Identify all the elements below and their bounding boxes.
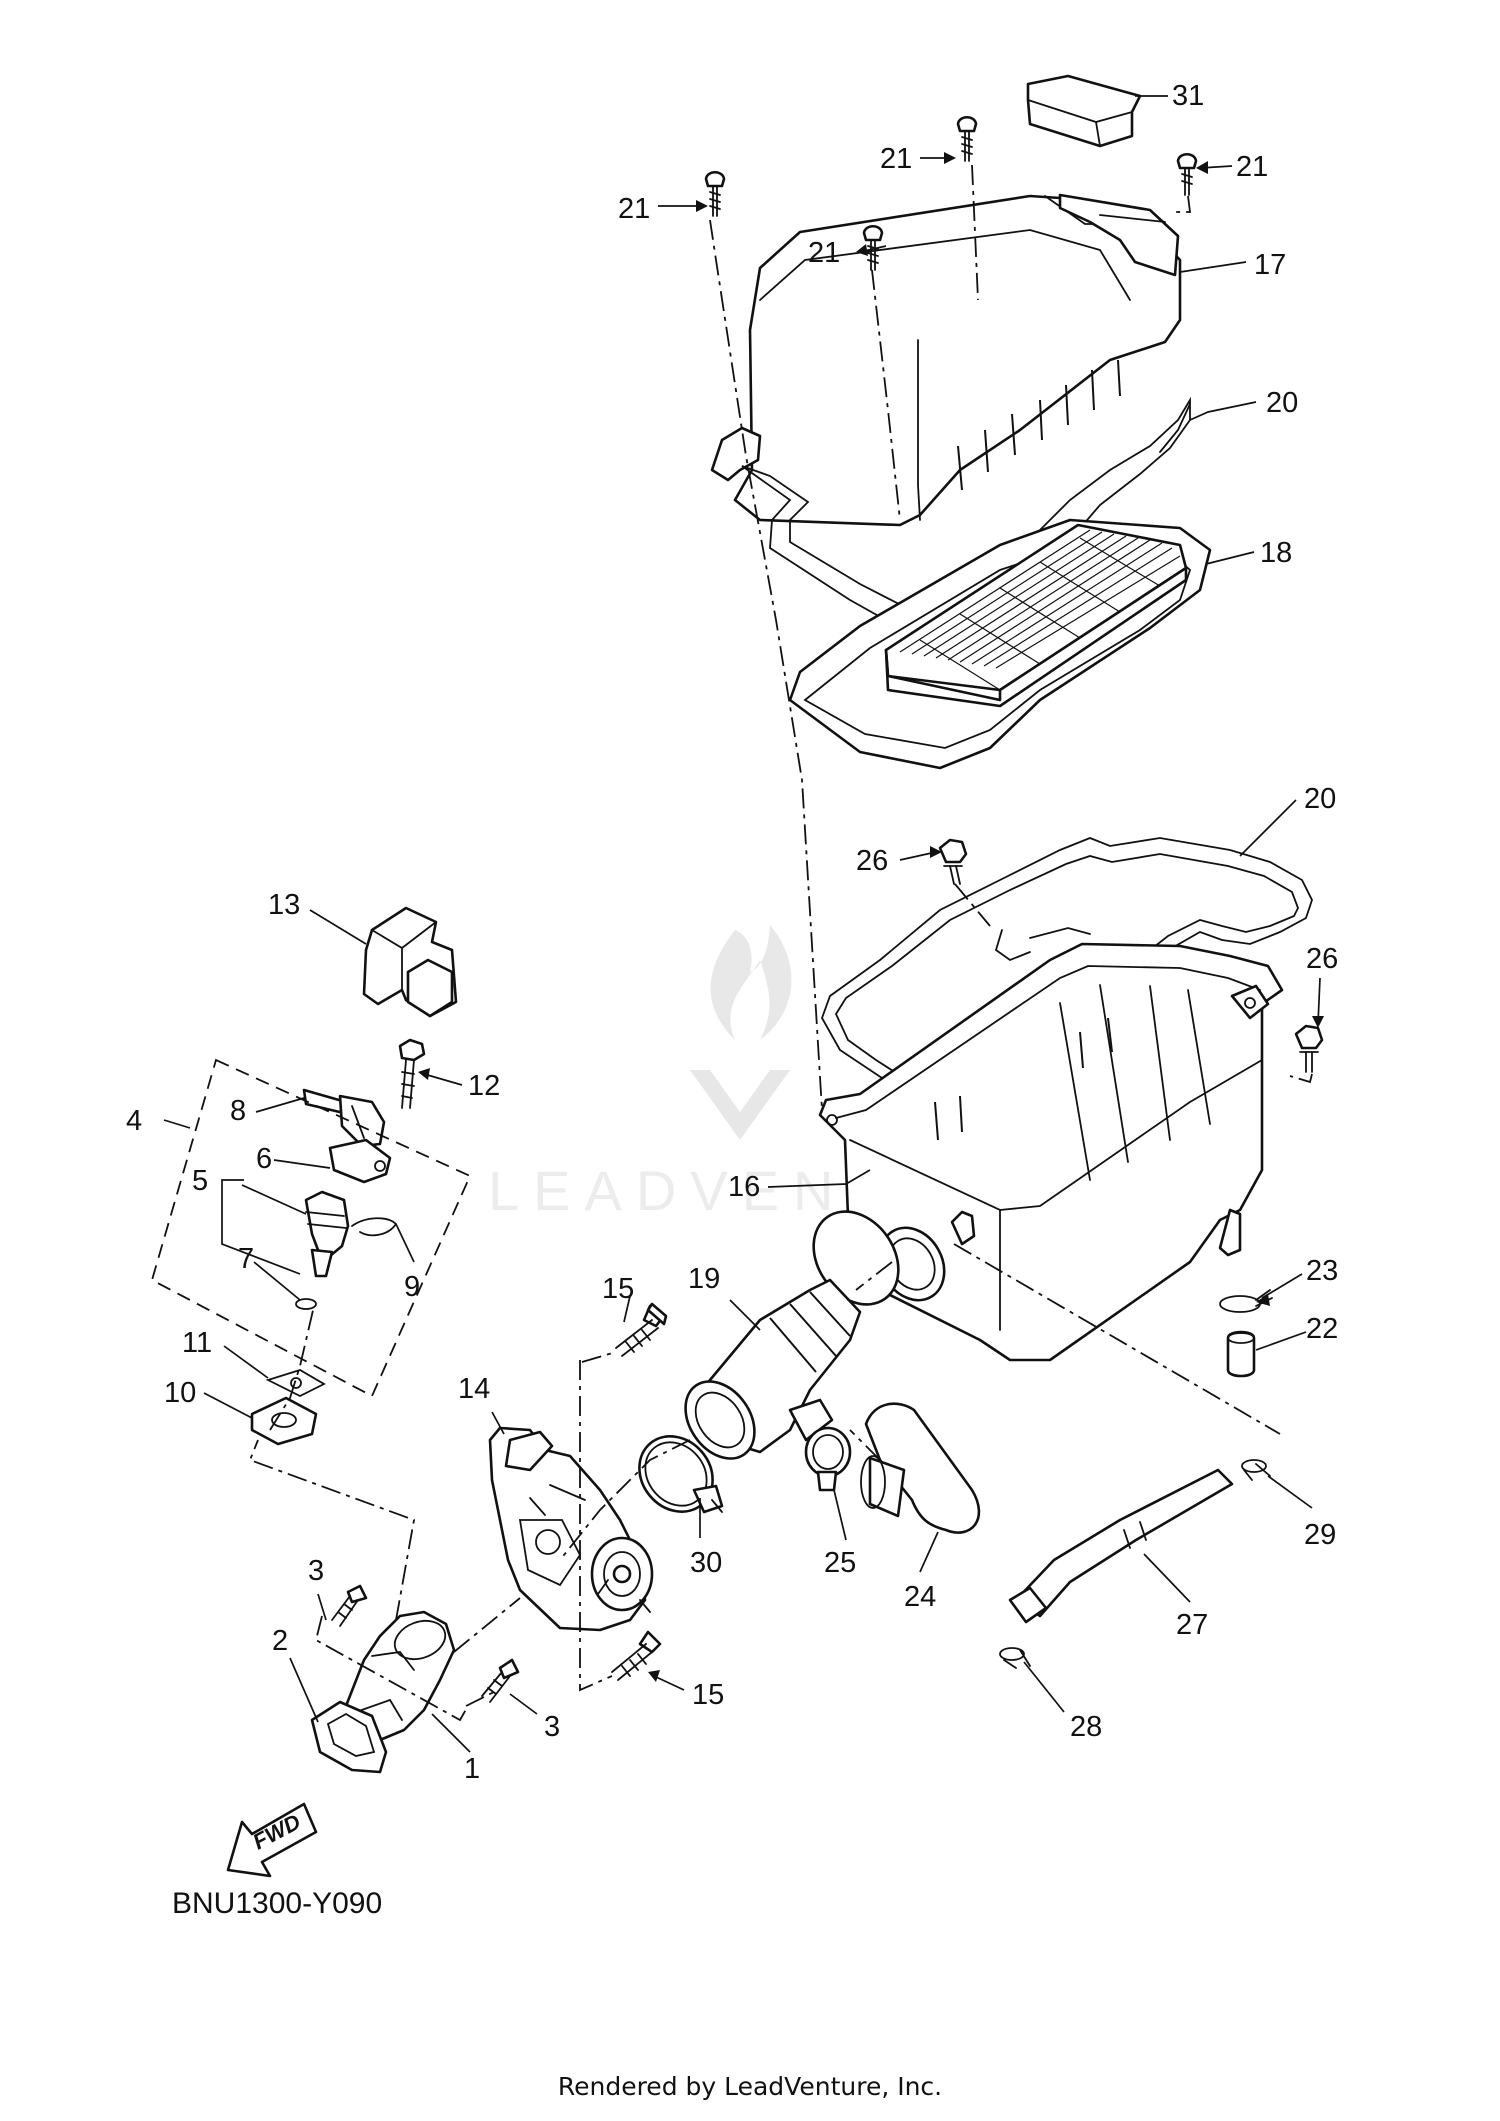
o-ring-7 [295, 1298, 317, 1310]
callout-20: 20 [1266, 387, 1298, 419]
screw-21-c [956, 115, 978, 162]
screw-21-d [1176, 152, 1198, 196]
callout-12: 12 [468, 1070, 500, 1102]
air-filter-case [818, 942, 1284, 1362]
leadventure-flame-logo [690, 925, 792, 1140]
assembly-lines [248, 164, 1313, 1722]
bolt-15-b [611, 1630, 662, 1681]
callout-29: 29 [1304, 1519, 1336, 1551]
air-filter-joint-19 [684, 1210, 900, 1460]
callout-21: 21 [880, 143, 912, 175]
callout-22: 22 [1306, 1313, 1338, 1345]
callout-21: 21 [1236, 151, 1268, 183]
bolt-26-a [938, 838, 968, 885]
gasket-upper [741, 396, 1191, 641]
callout-3: 3 [308, 1555, 324, 1587]
callout-13: 13 [268, 889, 300, 921]
render-credit: Rendered by LeadVenture, Inc. [557, 2072, 943, 2101]
callout-3: 3 [544, 1711, 560, 1743]
callout-27: 27 [1176, 1609, 1208, 1641]
fuel-pipe-8 [302, 1088, 386, 1148]
bolt-26-b [1294, 1024, 1324, 1073]
throttle-body-14 [488, 1426, 654, 1632]
bracket-13 [362, 906, 458, 1018]
callout-31: 31 [1172, 80, 1204, 112]
callout-15: 15 [602, 1273, 634, 1305]
injector-5 [304, 1190, 350, 1278]
holder-6 [328, 1138, 392, 1184]
callout-8: 8 [230, 1095, 246, 1127]
callout-16: 16 [728, 1171, 760, 1203]
breather-hose-27 [1008, 1468, 1234, 1624]
hose-clamp-30 [638, 1435, 724, 1514]
callout-17: 17 [1254, 249, 1286, 281]
callout-10: 10 [164, 1377, 196, 1409]
injector-assembly-boundary [150, 1058, 472, 1398]
callout-1: 1 [464, 1753, 480, 1785]
leader-lines [163, 95, 1324, 1753]
callout-5: 5 [192, 1165, 208, 1197]
bolt-12 [398, 1038, 426, 1109]
screw-21-a [704, 170, 726, 217]
clip-9 [351, 1217, 398, 1237]
callout-18: 18 [1260, 537, 1292, 569]
callout-26: 26 [856, 845, 888, 877]
forward-arrow-icon: FWD [226, 1802, 318, 1878]
hose-24 [860, 1402, 981, 1534]
bolt-3-a [331, 1584, 368, 1627]
callout-9: 9 [404, 1271, 420, 1303]
insulator-gasket-2 [310, 1700, 388, 1774]
callout-21: 21 [808, 237, 840, 269]
callout-21: 21 [618, 193, 650, 225]
callout-28: 28 [1070, 1711, 1102, 1743]
air-filter-element [788, 518, 1212, 770]
sponge-block-31 [1026, 74, 1142, 148]
plate-10 [250, 1396, 318, 1446]
callout-26: 26 [1306, 943, 1338, 975]
air-filter-case-cap [710, 193, 1182, 527]
screw-21-b [862, 224, 884, 271]
bolt-3-b [481, 1658, 520, 1703]
callout-25: 25 [824, 1547, 856, 1579]
clip-28 [999, 1647, 1031, 1669]
diagram-code: BNU1300-Y090 [172, 1887, 383, 1920]
callout-4: 4 [126, 1105, 142, 1137]
callout-20: 20 [1304, 783, 1336, 815]
clip-29 [1241, 1459, 1271, 1481]
callout-23: 23 [1306, 1255, 1338, 1287]
bolt-15-a [615, 1302, 668, 1357]
gasket-11 [265, 1369, 326, 1398]
callout-7: 7 [238, 1243, 254, 1275]
callout-30: 30 [690, 1547, 722, 1579]
callout-14: 14 [458, 1373, 490, 1405]
callout-labels: 31 21 21 21 21 17 20 18 20 26 26 13 12 4… [126, 80, 1338, 1785]
callout-2: 2 [272, 1625, 288, 1657]
clamp-25 [804, 1426, 852, 1492]
plug-22 [1226, 1330, 1256, 1378]
callout-11: 11 [182, 1327, 212, 1359]
callout-6: 6 [256, 1143, 272, 1175]
callout-24: 24 [904, 1581, 936, 1613]
callout-19: 19 [688, 1263, 720, 1295]
callout-15: 15 [692, 1679, 724, 1711]
